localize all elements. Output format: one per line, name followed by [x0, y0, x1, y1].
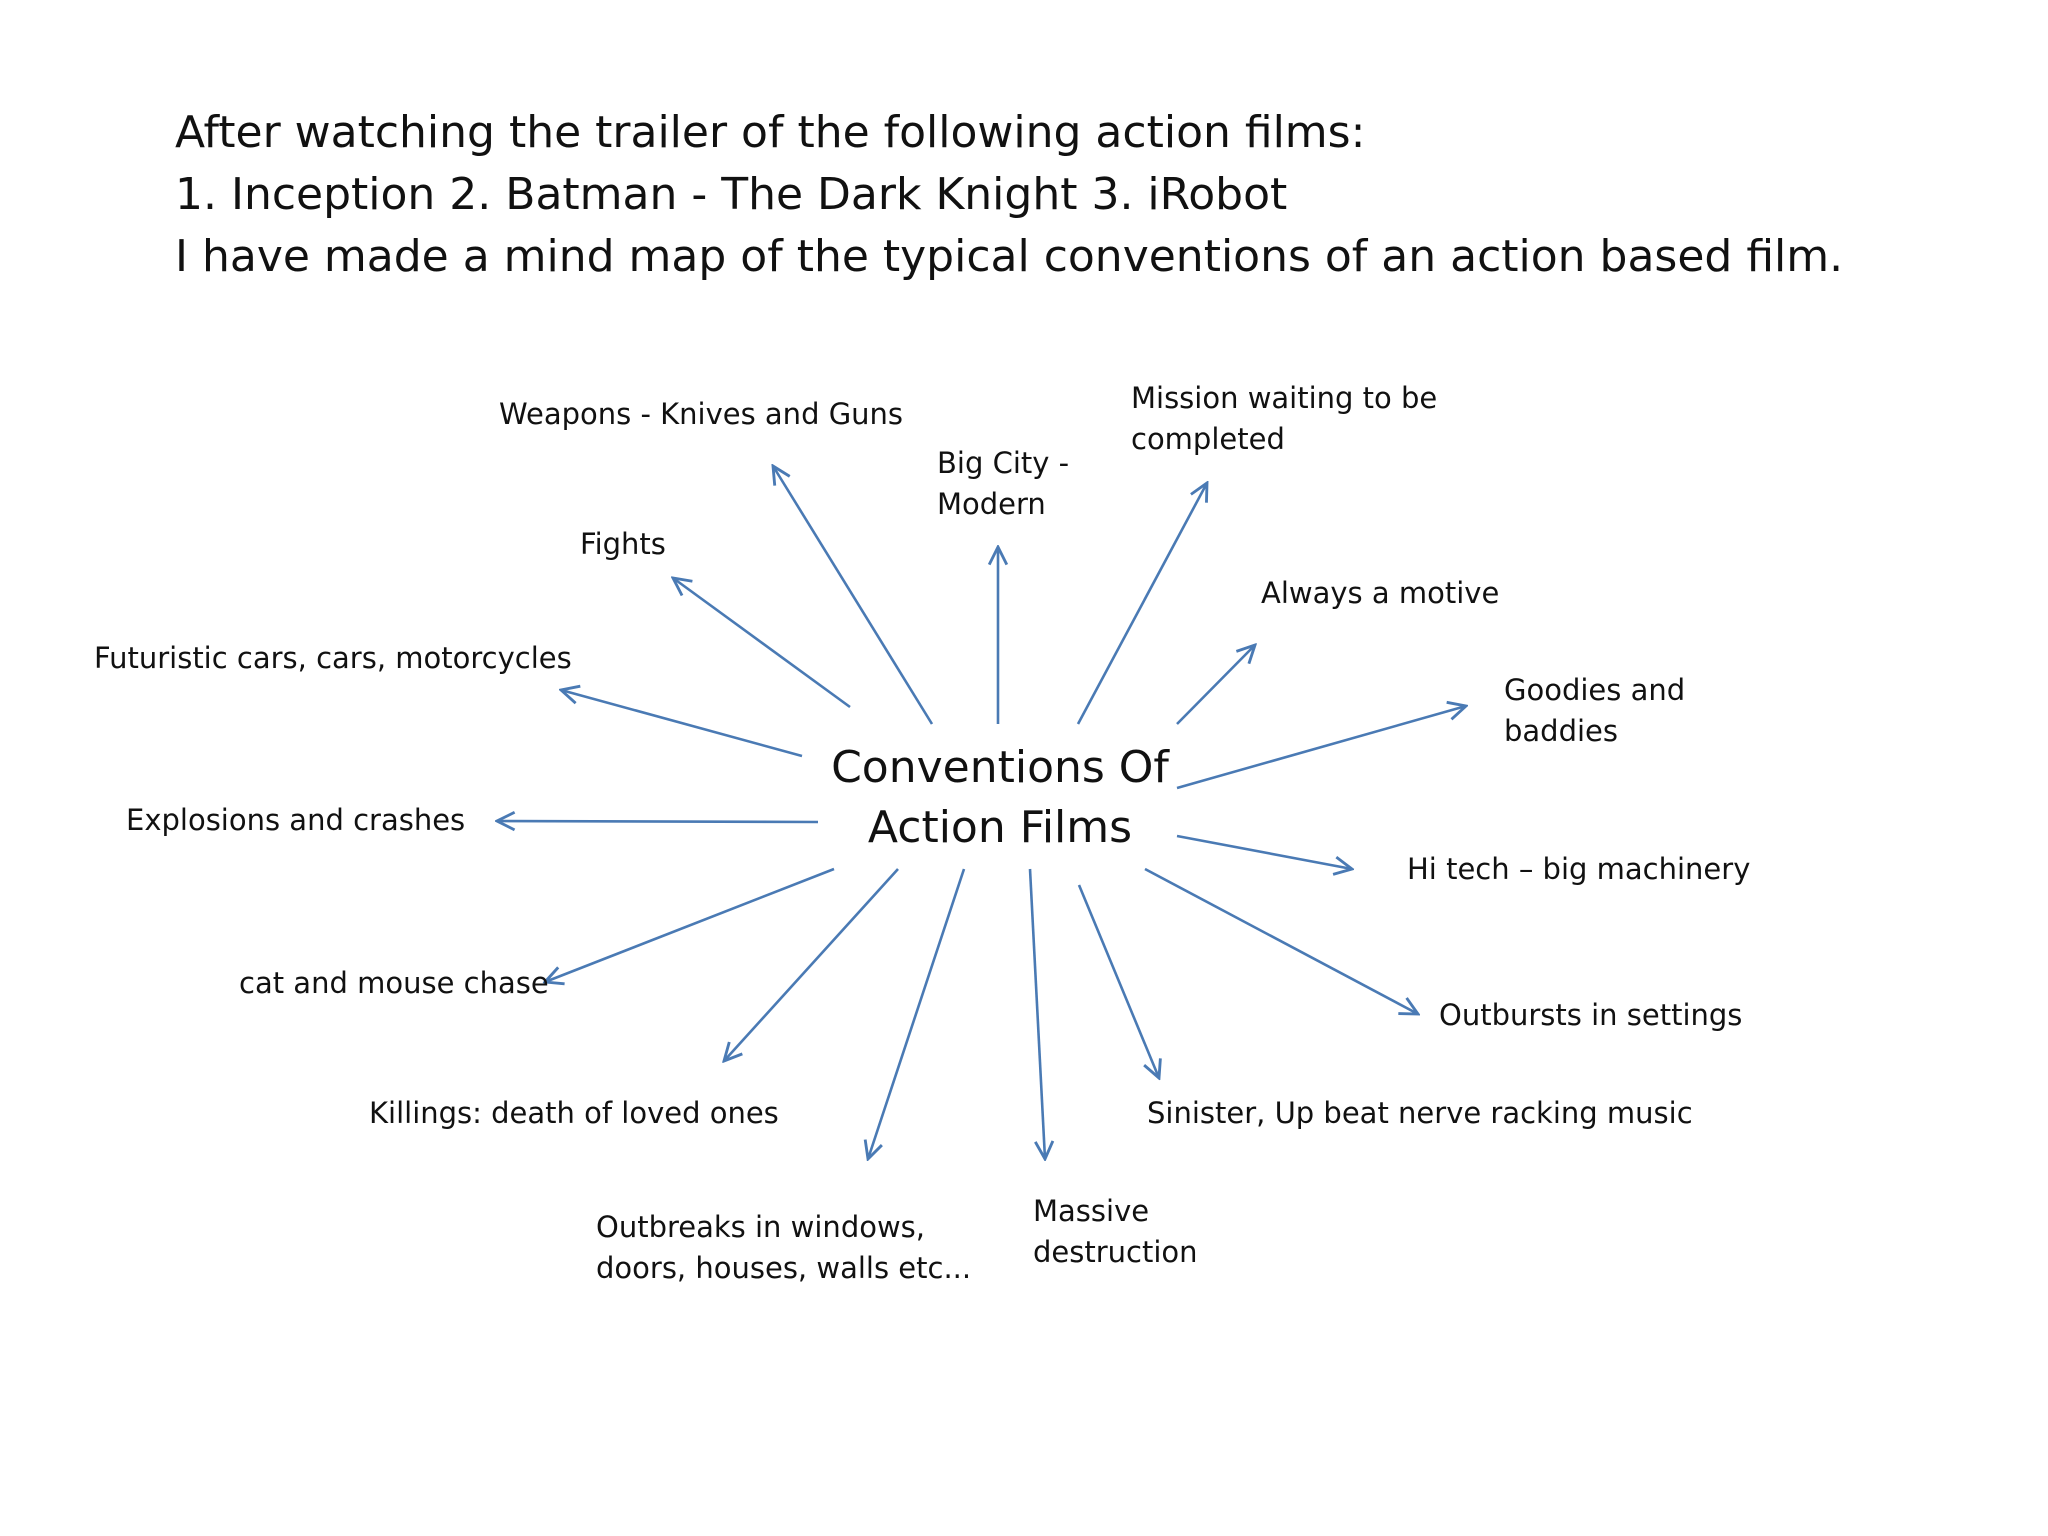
arrow-fights [673, 578, 851, 709]
intro-line-2: 1. Inception 2. Batman - The Dark Knight… [175, 169, 1288, 220]
intro-text: After watching the trailer of the follow… [175, 102, 1843, 288]
node-music: Sinister, Up beat nerve racking music [1147, 1093, 1693, 1134]
arrow-explosions [497, 821, 819, 822]
central-topic: Conventions Of Action Films [830, 738, 1170, 858]
intro-line-3: I have made a mind map of the typical co… [175, 231, 1844, 282]
arrow-goodies [1176, 706, 1466, 790]
node-destruction-line-1: Massive [1033, 1194, 1150, 1228]
node-mission-line-2: completed [1131, 422, 1285, 456]
node-destruction-line-2: destruction [1033, 1235, 1198, 1269]
node-big-city-line-2: Modern [937, 487, 1046, 521]
node-fights: Fights [580, 524, 666, 565]
node-outbreaks-line-1: Outbreaks in windows, [596, 1210, 926, 1244]
node-goodies-line-2: baddies [1504, 714, 1619, 748]
node-motive-text: Always a motive [1261, 576, 1500, 610]
node-hi-tech: Hi tech – big machinery [1407, 849, 1750, 890]
arrow-destruction [1028, 868, 1045, 1159]
arrow-killings [724, 868, 899, 1061]
node-fights-text: Fights [580, 527, 666, 561]
node-futuristic-cars: Futuristic cars, cars, motorcycles [94, 638, 572, 679]
node-goodies: Goodies and baddies [1504, 670, 1685, 752]
node-futuristic-cars-text: Futuristic cars, cars, motorcycles [94, 641, 572, 675]
node-weapons-text: Weapons - Knives and Guns [499, 397, 904, 431]
arrow-mission [1076, 483, 1207, 725]
node-chase-text: cat and mouse chase [239, 966, 549, 1000]
node-mission-line-1: Mission waiting to be [1131, 381, 1438, 415]
node-goodies-line-1: Goodies and [1504, 673, 1686, 707]
node-big-city-line-1: Big City - [937, 446, 1070, 480]
node-big-city: Big City - Modern [937, 443, 1069, 525]
node-hi-tech-text: Hi tech – big machinery [1407, 852, 1751, 886]
node-outbursts: Outbursts in settings [1439, 995, 1742, 1036]
arrow-futuristic-cars [561, 690, 803, 758]
arrow-outbreaks [868, 868, 966, 1159]
node-explosions-text: Explosions and crashes [126, 803, 466, 837]
intro-line-1: After watching the trailer of the follow… [175, 107, 1366, 158]
node-outbreaks-line-2: doors, houses, walls etc... [596, 1251, 972, 1285]
node-music-text: Sinister, Up beat nerve racking music [1147, 1096, 1693, 1130]
node-killings: Killings: death of loved ones [369, 1093, 779, 1134]
node-chase: cat and mouse chase [239, 963, 549, 1004]
arrow-hi-tech [1176, 834, 1352, 869]
node-weapons: Weapons - Knives and Guns [499, 394, 903, 435]
node-explosions: Explosions and crashes [126, 800, 465, 841]
arrow-motive [1176, 645, 1255, 725]
node-outbursts-text: Outbursts in settings [1439, 998, 1743, 1032]
central-topic-line-1: Conventions Of [831, 742, 1169, 793]
node-motive: Always a motive [1261, 573, 1499, 614]
node-mission: Mission waiting to be completed [1131, 378, 1437, 460]
central-topic-line-2: Action Films [867, 802, 1133, 853]
node-outbreaks: Outbreaks in windows, doors, houses, wal… [596, 1207, 971, 1289]
arrow-weapons [773, 466, 934, 725]
arrow-chase [545, 867, 835, 982]
arrow-music [1077, 884, 1159, 1078]
node-destruction: Massive destruction [1033, 1191, 1198, 1273]
node-killings-text: Killings: death of loved ones [369, 1096, 779, 1130]
arrow-outbursts [1144, 867, 1418, 1014]
